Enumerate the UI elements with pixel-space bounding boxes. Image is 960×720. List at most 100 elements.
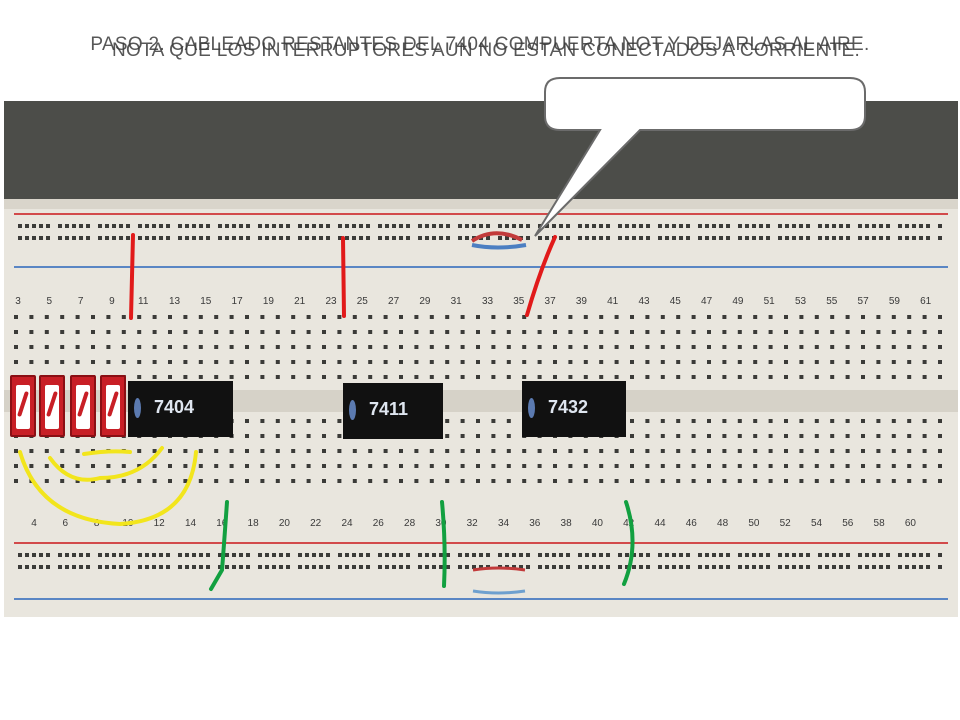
breadboard-hole (645, 315, 650, 319)
breadboard-hole (429, 360, 434, 364)
breadboard-hole (886, 565, 890, 569)
breadboard-hole (239, 553, 243, 557)
breadboard-hole (60, 479, 65, 483)
breadboard-hole (745, 224, 749, 228)
breadboard-hole (938, 479, 942, 483)
breadboard-hole (429, 464, 434, 468)
breadboard-hole (425, 236, 429, 240)
breadboard-hole (645, 464, 650, 468)
breadboard-hole (44, 315, 49, 319)
breadboard-hole (383, 345, 388, 349)
dip-switch-3[interactable] (70, 375, 96, 437)
breadboard-hole (338, 236, 342, 240)
breadboard-hole (792, 236, 796, 240)
breadboard-hole (891, 375, 896, 379)
breadboard-hole (75, 360, 80, 364)
breadboard-hole (383, 330, 388, 334)
breadboard-hole (319, 553, 323, 557)
breadboard-hole (312, 224, 316, 228)
breadboard-hole (446, 224, 450, 228)
breadboard-hole (512, 224, 516, 228)
breadboard-hole (766, 224, 770, 228)
breadboard-hole (79, 236, 83, 240)
breadboard-hole (553, 375, 557, 379)
dip-switch-4[interactable] (100, 375, 126, 437)
breadboard-hole (599, 553, 603, 557)
breadboard-hole (625, 224, 629, 228)
breadboard-hole (538, 236, 542, 240)
breadboard-hole (585, 224, 589, 228)
breadboard-hole (645, 419, 650, 423)
breadboard-hole (686, 236, 690, 240)
breadboard-hole (752, 553, 756, 557)
breadboard-hole (183, 315, 188, 319)
breadboard-hole (599, 565, 603, 569)
breadboard-hole (876, 345, 881, 349)
breadboard-hole (399, 360, 403, 364)
breadboard-hole (414, 315, 419, 319)
breadboard-hole (198, 330, 203, 334)
column-number: 43 (638, 296, 650, 307)
breadboard-hole (792, 565, 796, 569)
breadboard-hole (168, 315, 172, 319)
breadboard-hole (719, 236, 723, 240)
breadboard-hole (861, 375, 865, 379)
breadboard-hole (845, 360, 850, 364)
breadboard-hole (29, 449, 34, 453)
column-number: 57 (858, 296, 870, 307)
column-number: 36 (529, 518, 541, 529)
breadboard-hole (306, 345, 311, 349)
breadboard-hole (792, 553, 796, 557)
breadboard-hole (726, 565, 730, 569)
column-number: 49 (732, 296, 744, 307)
breadboard-hole (306, 315, 311, 319)
breadboard-hole (105, 224, 109, 228)
breadboard-hole (691, 315, 696, 319)
breadboard-hole (25, 553, 29, 557)
breadboard-hole (260, 464, 265, 468)
breadboard-hole (214, 315, 219, 319)
breadboard-hole (145, 553, 149, 557)
breadboard-hole (491, 330, 496, 334)
breadboard-hole (18, 224, 22, 228)
breadboard-hole (239, 236, 243, 240)
breadboard-hole (106, 330, 111, 334)
breadboard-hole (378, 224, 382, 228)
breadboard-hole (460, 375, 465, 379)
column-number: 33 (482, 296, 494, 307)
breadboard-hole (286, 236, 290, 240)
breadboard-hole (152, 330, 157, 334)
breadboard-hole (183, 375, 188, 379)
breadboard-hole (506, 345, 511, 349)
breadboard-hole (660, 330, 665, 334)
breadboard-hole (839, 565, 843, 569)
breadboard-hole (258, 565, 262, 569)
breadboard-hole (707, 330, 711, 334)
breadboard-hole (630, 345, 634, 349)
breadboard-hole (138, 565, 142, 569)
breadboard-hole (768, 479, 773, 483)
dip-switch-1[interactable] (10, 375, 36, 437)
column-number: 51 (764, 296, 776, 307)
breadboard-hole (29, 360, 34, 364)
breadboard-hole (326, 565, 330, 569)
breadboard-hole (352, 449, 357, 453)
column-number: 39 (576, 296, 588, 307)
breadboard-hole (418, 236, 422, 240)
breadboard-hole (458, 224, 462, 228)
column-number: 61 (920, 296, 932, 307)
dip-switch-2[interactable] (39, 375, 65, 437)
breadboard-hole (246, 224, 250, 228)
breadboard-hole (352, 360, 357, 364)
breadboard-hole (337, 345, 342, 349)
breadboard-hole (845, 419, 850, 423)
breadboard-hole (907, 479, 912, 483)
breadboard-hole (337, 434, 342, 438)
breadboard-hole (938, 375, 942, 379)
breadboard-hole (306, 434, 311, 438)
breadboard-hole (737, 449, 742, 453)
breadboard-hole (319, 565, 323, 569)
breadboard-hole (752, 565, 756, 569)
breadboard-hole (599, 360, 604, 364)
breadboard-hole (498, 236, 502, 240)
